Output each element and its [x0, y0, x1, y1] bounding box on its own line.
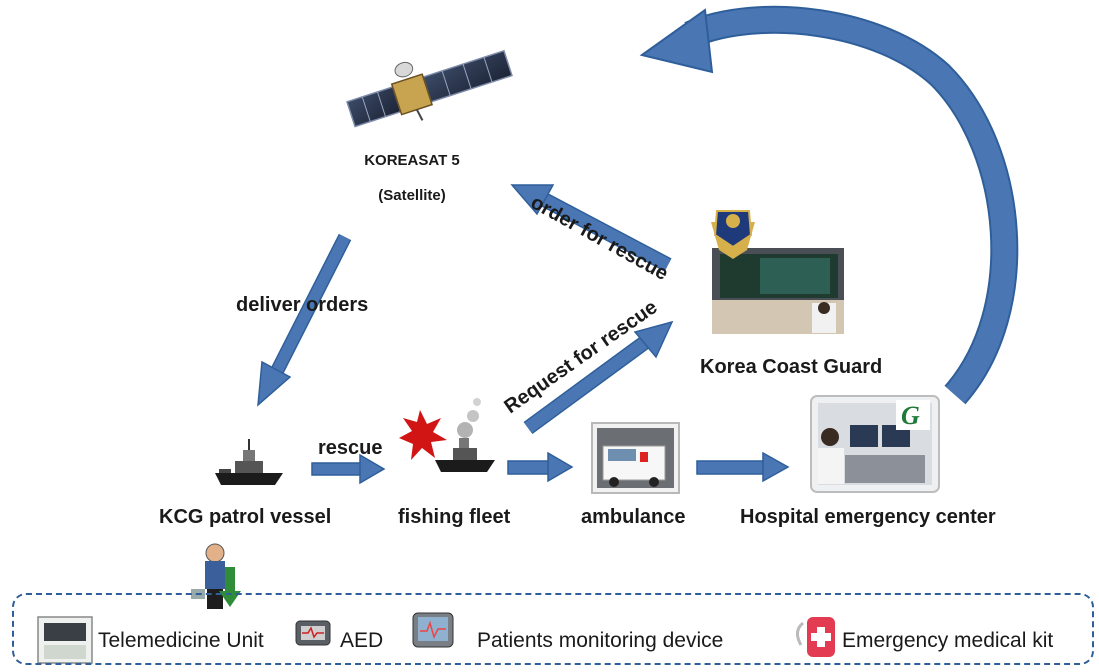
- arrow-to-hospital: [696, 451, 790, 483]
- legend-item-telemedicine-unit: Telemedicine Unit: [98, 629, 264, 652]
- legend-item-monitoring-device: Patients monitoring device: [477, 629, 724, 652]
- hospital-label: Hospital emergency center: [740, 506, 996, 528]
- telemedicine-unit-icon: [37, 616, 93, 664]
- coast-guard-label: Korea Coast Guard: [700, 356, 883, 378]
- coast-guard-emblem-icon: [711, 210, 755, 259]
- korea-coast-guard-icon: [712, 248, 844, 334]
- fishing-fleet-icon: [399, 398, 495, 472]
- fishing-fleet-label: fishing fleet: [398, 506, 511, 528]
- arrow-order-for-rescue: [510, 184, 672, 272]
- legend-item-medical-kit: Emergency medical kit: [842, 629, 1054, 652]
- arrow-request-for-rescue: [523, 320, 674, 435]
- satellite-icon: [346, 49, 513, 128]
- svg-text:G: G: [901, 401, 920, 430]
- equipment-legend: [12, 593, 1094, 665]
- satellite-sub: (Satellite): [378, 187, 446, 204]
- hospital-emergency-center-icon: G: [810, 395, 940, 493]
- satellite-name: KOREASAT 5: [364, 152, 460, 169]
- arrow-to-ambulance: [507, 451, 574, 483]
- aed-icon: [295, 620, 331, 646]
- arrow-deliver-orders: [257, 233, 352, 407]
- monitoring-device-icon: [412, 612, 454, 648]
- medical-kit-icon: [796, 617, 835, 657]
- deliver-orders-label: deliver orders: [236, 294, 369, 316]
- rescue-label: rescue: [318, 437, 383, 459]
- patrol-vessel-icon: [215, 439, 283, 485]
- arrow-rescue: [311, 453, 386, 485]
- legend-item-aed: AED: [340, 629, 384, 652]
- ambulance-icon: [591, 422, 680, 494]
- return-curve-arrow: [639, 5, 1019, 405]
- ambulance-label: ambulance: [581, 506, 686, 528]
- patrol-vessel-label: KCG patrol vessel: [159, 506, 332, 528]
